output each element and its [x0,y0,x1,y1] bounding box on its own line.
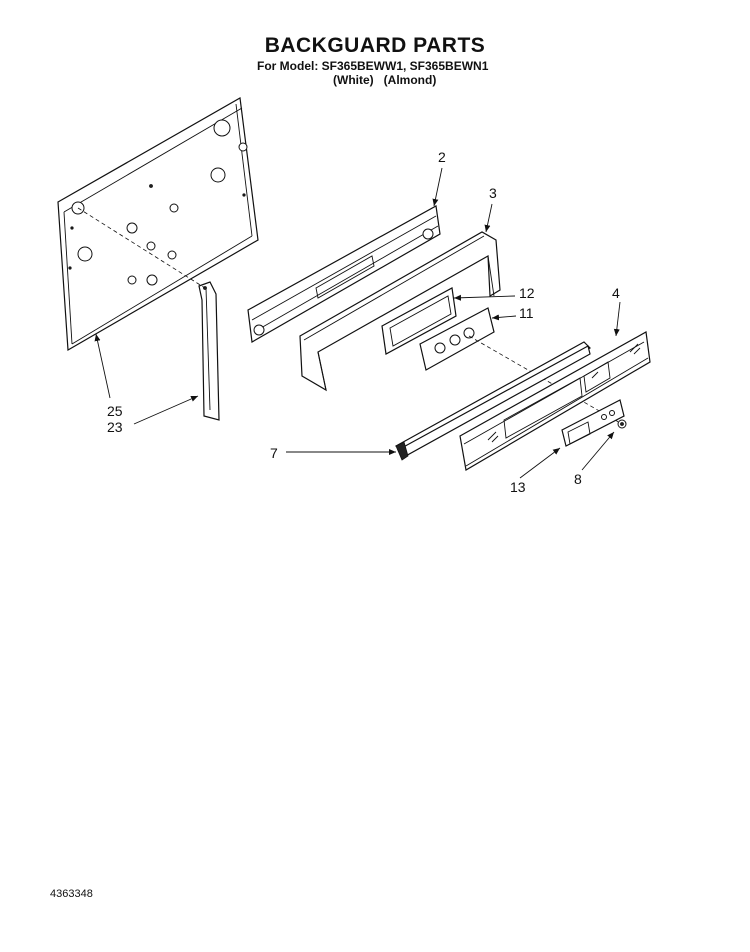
part-4-glass-panel [459,331,651,471]
callout-12: 12 [519,285,535,301]
callout-7: 7 [270,445,278,461]
part-3-backguard-frame [299,231,501,392]
document-number: 4363348 [50,888,93,900]
callout-labels: 2 3 12 11 4 7 13 8 25 23 [107,149,620,495]
color-almond: (Almond) [383,73,437,87]
part-7-extrusion-strip [395,341,591,461]
part-11-control-insert [419,307,495,371]
callout-25: 25 [107,403,123,419]
part-13-display-window [561,399,625,447]
callout-11: 11 [519,305,534,321]
leader-lines [94,167,621,479]
callout-3: 3 [489,185,497,201]
rear-panel [57,97,259,352]
diagram-title: BACKGUARD PARTS [264,34,486,57]
model-line: For Model: SF365BEWW1, SF365BEWN1 [257,59,489,73]
color-white: (White) [333,73,374,87]
callout-23: 23 [107,419,123,435]
callout-8: 8 [574,471,582,487]
callout-13: 13 [510,479,526,495]
part-2-trim-rail [247,205,441,343]
callout-4: 4 [612,285,620,301]
part-8-knob [617,419,627,429]
color-variants: (White) (Almond) [333,73,436,87]
callout-2: 2 [438,149,446,165]
part-12-inner-frame [381,287,457,355]
side-bracket [198,281,220,421]
